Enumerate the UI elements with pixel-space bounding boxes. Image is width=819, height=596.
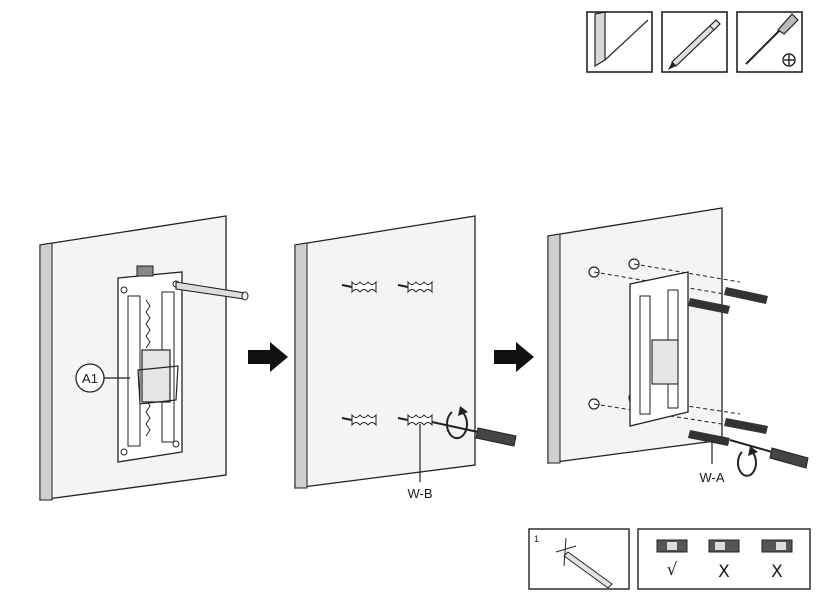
right-arrow-icon <box>494 342 534 372</box>
rotation-icon <box>737 446 758 477</box>
callout-w-b: W-B <box>407 424 433 501</box>
screws-w-a <box>688 287 768 446</box>
anchor-bottom-right <box>397 413 433 427</box>
level-x-mark: X <box>771 562 783 582</box>
step-2-insert-anchors: W-B <box>294 215 517 501</box>
level-wrong-1: X <box>708 539 740 582</box>
pencil-icon <box>661 11 728 73</box>
tip-mark-panel: 1 <box>528 528 630 590</box>
bracket-3 <box>629 271 689 427</box>
callout-w-a: W-A <box>699 440 725 485</box>
level-correct: √ <box>656 539 688 580</box>
callout-a1: A1 <box>75 363 130 393</box>
rotation-icon <box>446 406 468 440</box>
callout-w-a-label: W-A <box>699 470 724 485</box>
anchor-top-right <box>397 280 433 294</box>
anchor-top-left <box>341 280 377 294</box>
tip-number: 1 <box>534 534 539 544</box>
marking-pencil <box>175 281 249 301</box>
step-1-mark-holes: A1 <box>39 215 249 501</box>
tip-level-panel: √ X X <box>637 528 811 590</box>
wall-bracket <box>117 265 183 463</box>
level-wrong-2: X <box>761 539 793 582</box>
wall-2 <box>294 215 476 489</box>
right-arrow-icon <box>248 342 288 372</box>
anchor-bottom-left <box>341 413 377 427</box>
pencil-mark-icon <box>555 537 613 589</box>
phillips-screwdriver-icon <box>736 11 803 73</box>
wall-panel-icon <box>586 11 653 73</box>
tools-row <box>586 11 803 73</box>
callout-w-b-label: W-B <box>407 486 432 501</box>
step-3-fasten-bracket: W-A <box>547 207 809 485</box>
screwdriver-3 <box>729 439 809 469</box>
level-x-mark: X <box>718 562 730 582</box>
level-check-mark: √ <box>667 560 678 580</box>
screwdriver-2 <box>431 421 517 447</box>
callout-a1-label: A1 <box>82 371 98 386</box>
